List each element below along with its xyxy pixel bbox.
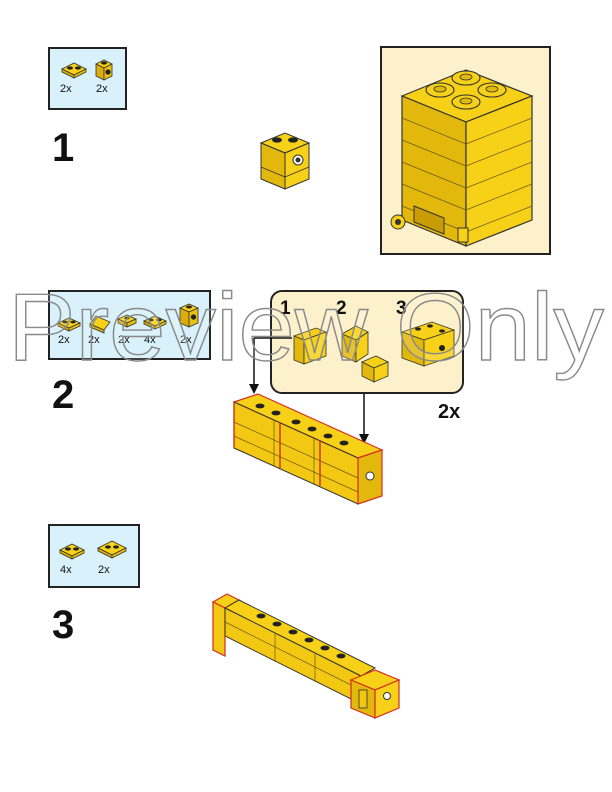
- tile-2x2-corner-icon: [97, 540, 127, 559]
- part-qty: 4x: [144, 334, 156, 346]
- step1-closeup-box: [380, 46, 551, 255]
- closeup-assembly-drawing: [390, 69, 534, 247]
- subassembly-multiplier: 2x: [438, 401, 461, 423]
- step1-parts-box: 2x 2x: [48, 47, 127, 110]
- brick-1x1-stud-side-icon: [95, 59, 113, 81]
- part-qty: 2x: [180, 334, 192, 346]
- substep-number: 2: [336, 298, 347, 319]
- part-qty: 2x: [98, 564, 110, 576]
- plate-1x2-icon: [59, 543, 85, 560]
- part-qty: 2x: [118, 334, 130, 346]
- step1-model-brick: [259, 132, 311, 190]
- step-number: 2: [52, 373, 75, 417]
- part-qty: 2x: [88, 334, 100, 346]
- part-qty: 2x: [96, 83, 108, 95]
- substep-parts-drawing: [292, 321, 456, 383]
- step2-subassembly-callout: 1 2 3: [270, 290, 464, 394]
- step-number: 1: [52, 126, 75, 170]
- step2-model-wall: [232, 393, 384, 505]
- substep-number: 3: [396, 298, 407, 319]
- step3-model-wall: [211, 593, 401, 719]
- part-qty: 2x: [58, 334, 70, 346]
- slope-1x2-icon: [89, 315, 111, 334]
- brick-1x1-stud-side-icon: [179, 303, 199, 328]
- step2-assembly-arrows: [249, 337, 369, 444]
- step2-parts-box: 2x 2x 2x 4x 2x: [48, 290, 211, 360]
- plate-1x2-icon: [143, 315, 167, 330]
- step-number: 3: [52, 603, 75, 647]
- part-qty: 4x: [60, 564, 72, 576]
- plate-1x1-icon: [117, 314, 137, 328]
- step3-parts-box: 4x 2x: [48, 524, 140, 588]
- plate-1x2-icon: [61, 62, 87, 79]
- part-qty: 2x: [60, 83, 72, 95]
- plate-1x2-icon: [57, 317, 81, 332]
- substep-number: 1: [280, 298, 291, 319]
